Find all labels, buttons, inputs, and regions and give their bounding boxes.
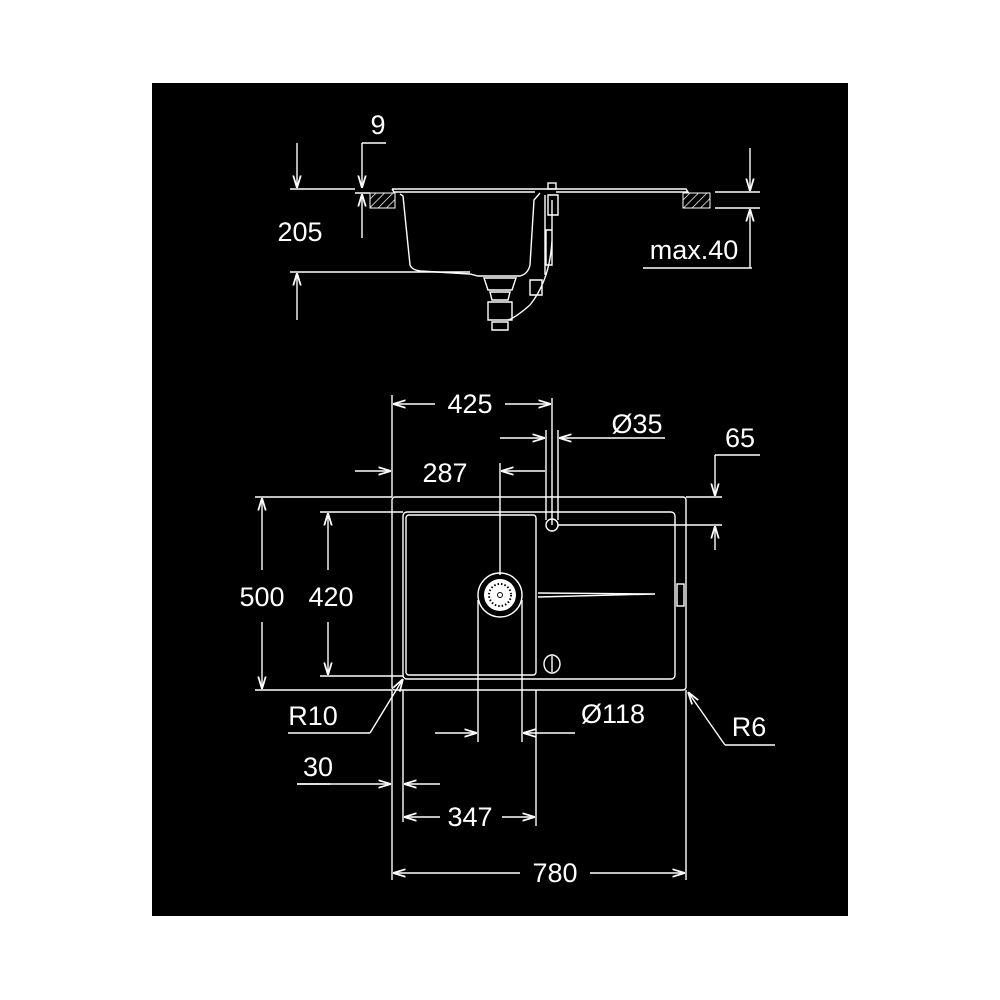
drainer-groove <box>537 592 656 598</box>
worktop-right-hatch <box>682 192 711 209</box>
worktop-left-hatch <box>369 192 396 209</box>
dim-500-extension <box>255 496 392 691</box>
dim-max40-extension <box>643 191 760 269</box>
sink-outline <box>391 496 687 691</box>
r10-label: R10 <box>288 701 338 731</box>
dim-780-extension <box>391 690 687 880</box>
tap-hole-cap <box>547 182 557 190</box>
dim-780-label: 780 <box>532 858 577 888</box>
dim-500-label: 500 <box>239 582 284 612</box>
plan-view: 425 Ø35 287 65 500 420 R10 R6 Ø118 30 34… <box>239 389 775 888</box>
overflow-hole <box>543 654 561 674</box>
dim-35-label: Ø35 <box>611 409 662 439</box>
dim-425-label: 425 <box>447 389 492 419</box>
dim-420-label: 420 <box>308 582 353 612</box>
side-view: 205 9 max.40 <box>277 110 760 331</box>
dim-118-extension <box>477 600 537 826</box>
r6-label: R6 <box>732 712 767 742</box>
overflow-handle <box>676 583 685 607</box>
dim-118-label: Ø118 <box>581 699 645 729</box>
dim-347-label: 347 <box>447 802 492 832</box>
bowl <box>405 514 537 676</box>
dim-205-extension <box>290 188 470 273</box>
sink-rim <box>391 188 690 193</box>
dim-9-leader <box>355 142 386 194</box>
dim-max40-label: max.40 <box>650 235 739 265</box>
dim-9-label: 9 <box>370 110 385 140</box>
drain-waste-fitting <box>483 277 517 331</box>
dim-65-label: 65 <box>725 423 755 453</box>
dim-205-label: 205 <box>277 217 322 247</box>
dim-65-extension <box>558 454 760 526</box>
overflow-pipe <box>507 194 559 321</box>
dim-425-extension <box>391 395 559 525</box>
sink-inner-outline <box>402 511 676 680</box>
dim-30-label: 30 <box>303 752 333 782</box>
bowl-profile <box>399 192 541 277</box>
dim-420-extension <box>320 511 403 677</box>
dim-287-label: 287 <box>422 458 467 488</box>
